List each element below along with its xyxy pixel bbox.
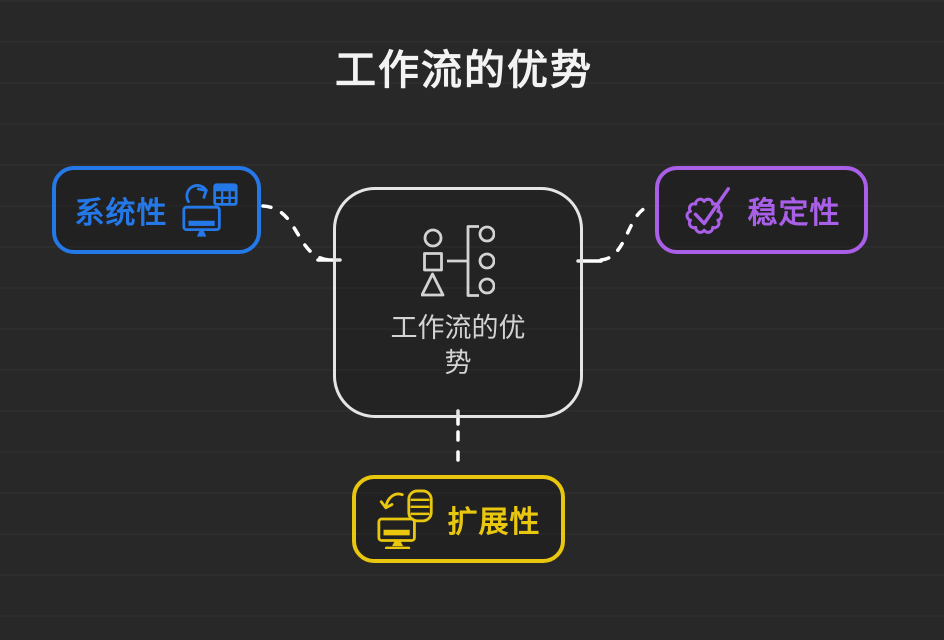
connector-left [261,204,332,262]
node-systematic[interactable]: 系统性 [52,166,261,254]
page-title: 工作流的优势 [335,47,593,93]
monitor-sync-database-icon [376,489,433,549]
node-center-workflow[interactable]: 工作流的优势 [333,187,583,418]
node-extensibility-label: 扩展性 [447,506,541,539]
node-extensibility[interactable]: 扩展性 [352,475,565,563]
verified-badge-check-icon [685,187,730,234]
monitor-sync-table-icon [181,183,238,237]
node-stability[interactable]: 稳定性 [655,166,868,254]
workflow-categorize-icon [421,225,495,297]
connector-right [599,204,655,262]
center-node-label: 工作流的优势 [390,313,526,379]
node-stability-label: 稳定性 [747,197,841,230]
node-systematic-label: 系统性 [74,197,168,230]
